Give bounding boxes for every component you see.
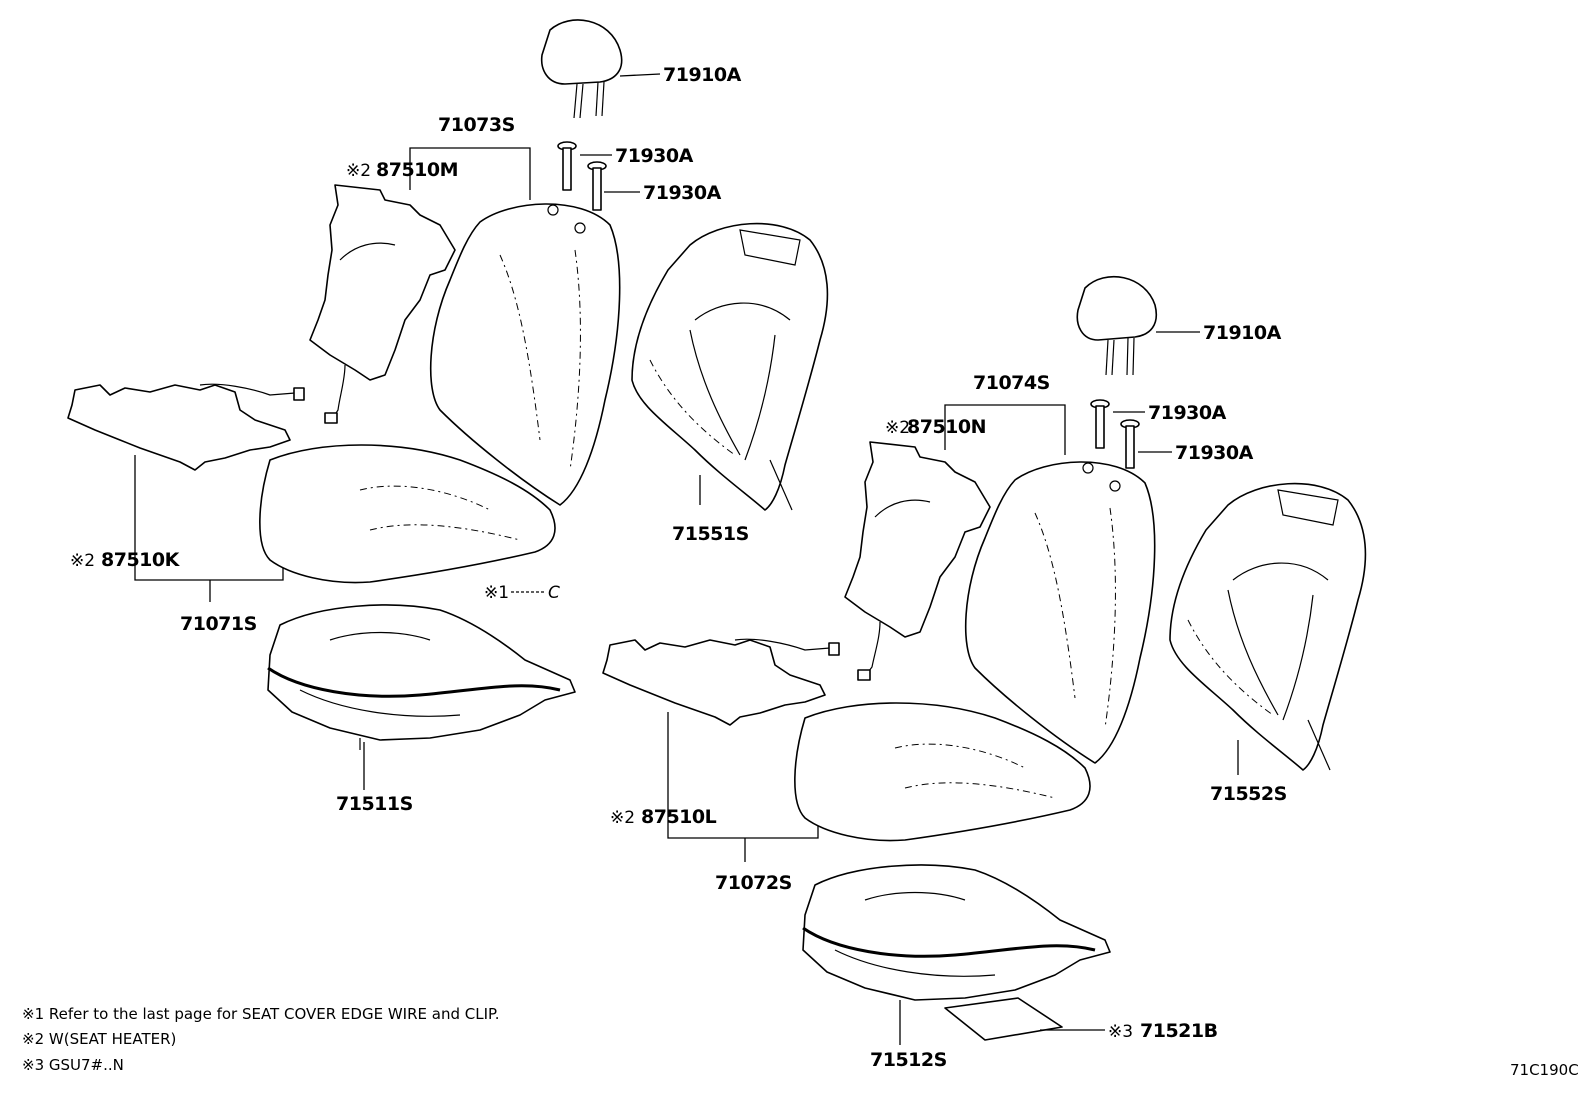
right-cushion-assy-label: 71072S [715, 872, 792, 894]
right-seat-group: 71910A 71074S 71930A 71930A ※2 87510N [602, 275, 1367, 1071]
left-cushion-pad-label: 71511S [336, 793, 413, 815]
left-back-cover-drawing [631, 222, 829, 511]
right-pad-prefix: ※3 [1108, 1022, 1133, 1042]
left-cushion-pad-drawing [259, 444, 556, 584]
right-cushion-heater-prefix: ※2 [610, 808, 635, 828]
right-headrest-label: 71910A [1203, 322, 1282, 344]
right-cushion-pad-drawing [794, 702, 1091, 842]
note-2: ※2 W(SEAT HEATER) [22, 1030, 176, 1048]
note-3: ※3 GSU7#..N [22, 1056, 124, 1074]
right-back-heater-label: 87510N [907, 416, 986, 438]
left-back-heater-label: 87510M [376, 159, 458, 181]
left-back-cover-label: 71551S [672, 523, 749, 545]
right-cushion-heater-label: 87510L [641, 806, 717, 828]
right-support-2-label: 71930A [1175, 442, 1254, 464]
left-seatback-assy-label: 71073S [438, 114, 515, 136]
left-headrest-drawing [540, 19, 623, 119]
right-cushion-heater-drawing [602, 638, 840, 726]
right-support-drawing [1090, 399, 1140, 469]
left-back-heater-drawing [309, 184, 456, 424]
right-back-heater-prefix: ※2 [885, 418, 910, 438]
left-cushion-heater-drawing [67, 383, 305, 471]
left-seat-group: 71910A 71930A 71930A 71073S ※2 87510M [67, 19, 829, 815]
left-support-drawing [557, 141, 607, 211]
note-1: ※1 Refer to the last page for SEAT COVER… [22, 1005, 499, 1023]
left-support-1-label: 71930A [615, 145, 694, 167]
left-cushion-assy-label: 71071S [180, 613, 257, 635]
left-cushion-heater-prefix: ※2 [70, 551, 95, 571]
clip-label: C [548, 583, 560, 603]
left-cushion-cover-drawing [267, 604, 576, 750]
left-cushion-heater-label: 87510K [101, 549, 181, 571]
figure-code: 71C190C [1510, 1061, 1579, 1079]
left-seatback-pad-drawing [429, 203, 621, 506]
right-cushion-pad-label: 71512S [870, 1049, 947, 1071]
right-seatback-assy-label: 71074S [973, 372, 1050, 394]
right-back-cover-drawing [1169, 482, 1367, 771]
right-headrest-drawing [1076, 275, 1157, 376]
right-pad-drawing [944, 997, 1063, 1041]
right-seatback-pad-drawing [964, 461, 1156, 764]
right-pad-label: 71521B [1140, 1020, 1218, 1042]
right-cushion-cover-drawing [802, 864, 1111, 1001]
footnotes: ※1 Refer to the last page for SEAT COVER… [22, 1005, 499, 1074]
left-back-heater-prefix: ※2 [346, 161, 371, 181]
right-support-1-label: 71930A [1148, 402, 1227, 424]
right-back-heater-drawing [844, 441, 991, 681]
clip-prefix: ※1 [484, 583, 509, 603]
right-back-cover-label: 71552S [1210, 783, 1287, 805]
left-headrest-label: 71910A [663, 64, 742, 86]
left-support-2-label: 71930A [643, 182, 722, 204]
